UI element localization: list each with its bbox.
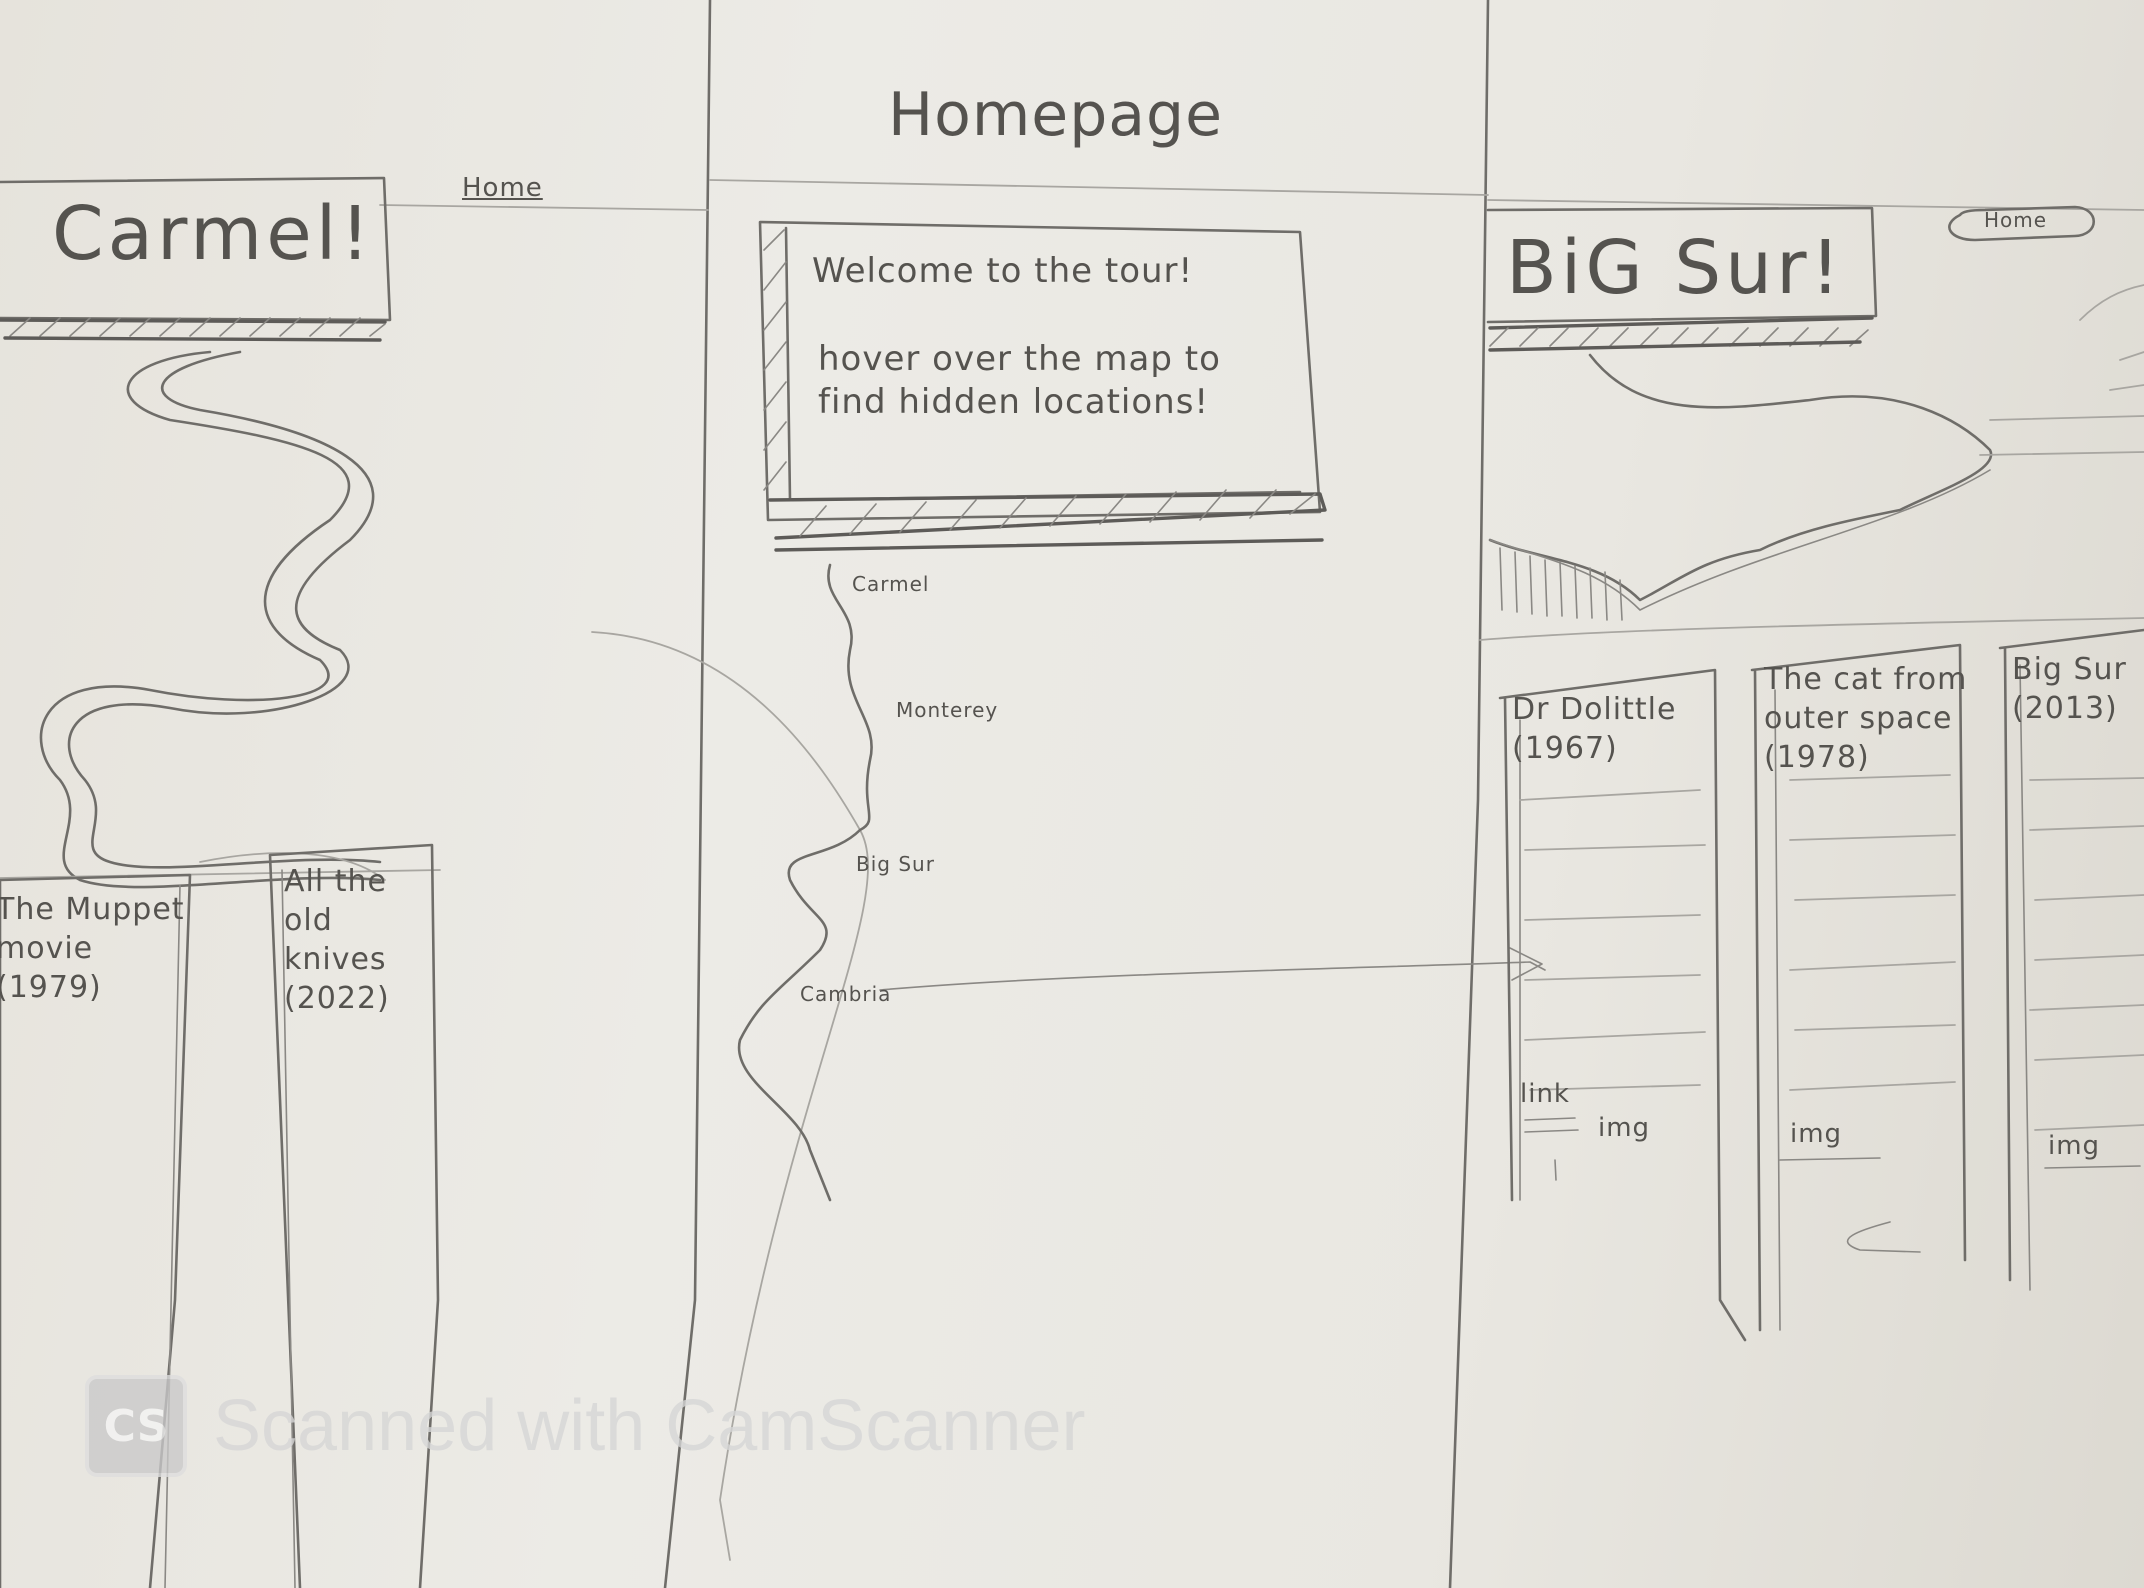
home-popup-shadow xyxy=(768,492,1327,540)
bigsur-horizon xyxy=(1479,415,2144,641)
home-popup-box xyxy=(758,220,1322,522)
map-label-4[interactable]: Cambria xyxy=(800,982,892,1006)
bigsur-card-2-text: The cat from outer space (1978) xyxy=(1764,662,1968,775)
home-popup-base xyxy=(774,538,1324,552)
carmel-title-box xyxy=(0,176,392,322)
bigsur-card-1 xyxy=(1498,668,1747,1342)
bigsur-card-1-lines xyxy=(1519,789,1706,1091)
bigsur-hill-right xyxy=(2079,284,2144,391)
home-popup-bottom-hatch xyxy=(799,489,1316,537)
bigsur-card-1-curl xyxy=(1846,1221,1921,1253)
bigsur-home-link[interactable]: Home xyxy=(1984,208,2048,232)
bigsur-card-2-img: img xyxy=(1790,1119,1843,1149)
home-coastline xyxy=(737,563,873,1202)
carmel-river-outer xyxy=(39,350,382,889)
bigsur-card-2 xyxy=(1750,643,1967,1332)
carmel-card-1-text: The Muppet movie (1979) xyxy=(0,892,185,1005)
bigsur-shadow-bottom xyxy=(1488,340,1862,352)
carmel-title-shadow xyxy=(0,318,387,324)
bigsur-card-3-inner xyxy=(2019,664,2031,1291)
bigsur-home-pill xyxy=(1948,205,2095,242)
camscanner-watermark: CS Scanned with CamScanner xyxy=(85,1375,1085,1477)
divider-right xyxy=(1448,0,1490,1588)
map-label-1[interactable]: Carmel xyxy=(852,572,930,596)
bigsur-title-shadow xyxy=(1488,316,1874,330)
carmel-card-2-inner xyxy=(281,869,296,1588)
bigsur-cliff-top xyxy=(1488,353,1993,602)
bigsur-hatching xyxy=(1489,327,1869,347)
bigsur-card-3 xyxy=(1998,628,2144,1282)
bigsur-card-3-lines xyxy=(2029,777,2144,1131)
carmel-river-inner xyxy=(67,350,382,869)
home-popup-left-hatch xyxy=(763,229,787,491)
carmel-title: Carmel! xyxy=(52,191,374,277)
carmel-shadow-bottom xyxy=(3,336,382,342)
bigsur-card-3-img: img xyxy=(2048,1131,2101,1161)
bigsur-card-1-underline xyxy=(1524,1117,1579,1181)
map-label-2[interactable]: Monterey xyxy=(896,698,999,722)
homepage-title: Homepage xyxy=(888,80,1224,150)
home-popup-heading: Welcome to the tour! xyxy=(812,251,1194,291)
home-popup-body: hover over the map to find hidden locati… xyxy=(818,339,1221,422)
carmel-card-baseline xyxy=(0,869,441,879)
bigsur-cliff-edge xyxy=(1489,469,1991,611)
carmel-card-2 xyxy=(268,843,440,1588)
bigsur-card-3-text: Big Sur (2013) xyxy=(2012,652,2127,726)
carmel-hatching xyxy=(9,317,386,337)
bigsur-card-1-text: Dr Dolittle (1967) xyxy=(1512,692,1677,766)
home-coastline-link xyxy=(879,961,1546,991)
bigsur-card-3-underline xyxy=(2044,1165,2141,1169)
carmel-stray-curve xyxy=(591,631,869,1561)
camscanner-watermark-text: Scanned with CamScanner xyxy=(213,1386,1086,1466)
bigsur-title-box xyxy=(1486,206,1878,324)
top-rule-left xyxy=(379,204,709,211)
top-rule-middle xyxy=(709,179,1489,196)
bigsur-card-2-inner xyxy=(1774,689,1781,1331)
bigsur-cliff-hatch xyxy=(1499,547,1623,621)
bigsur-card-1-img: img xyxy=(1598,1113,1651,1143)
carmel-home-link[interactable]: Home xyxy=(462,173,543,203)
bigsur-title: BiG Sur! xyxy=(1506,225,1845,311)
divider-left xyxy=(663,0,712,1588)
bigsur-card-1-link[interactable]: link xyxy=(1520,1079,1570,1109)
home-coastline-arrow xyxy=(1509,947,1543,981)
camscanner-logo-icon: CS xyxy=(85,1375,187,1477)
carmel-card-2-text: All the old knives (2022) xyxy=(284,864,390,1016)
map-label-3[interactable]: Big Sur xyxy=(856,852,935,876)
bigsur-card-2-underline xyxy=(1779,1157,1881,1161)
bigsur-card-2-lines xyxy=(1789,774,1956,1091)
